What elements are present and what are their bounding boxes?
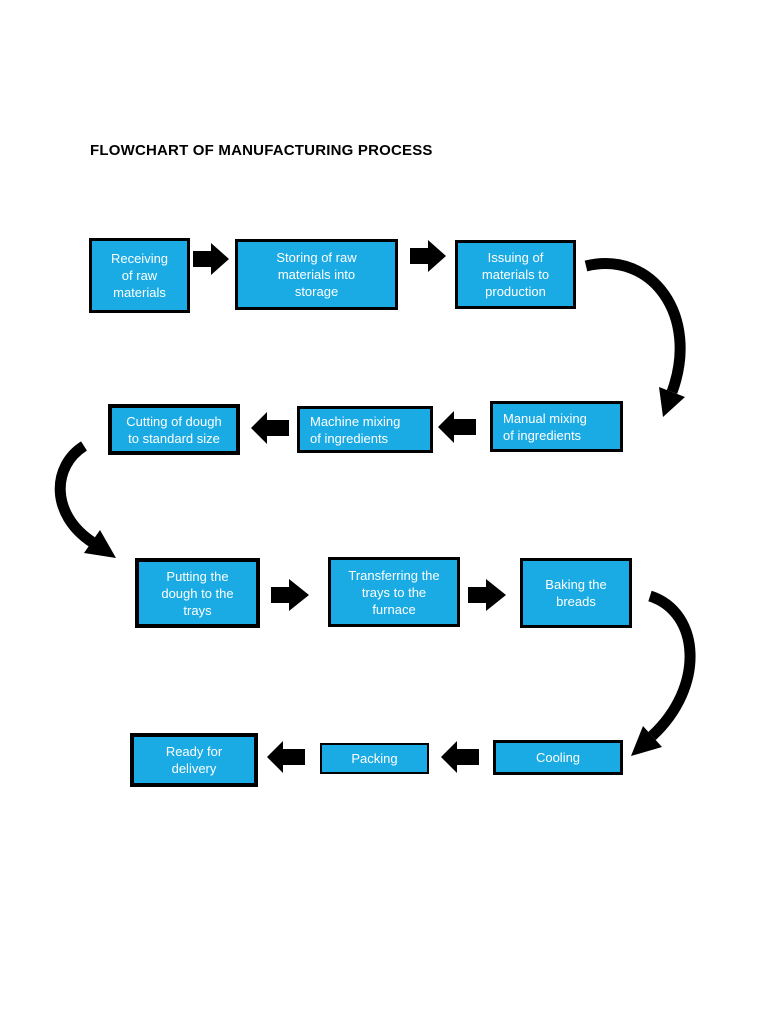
flow-node-label: Storing of raw materials into storage <box>276 250 357 299</box>
flow-node-cutting: Cutting of dough to standard size <box>108 404 240 455</box>
flow-node-baking: Baking the breads <box>520 558 632 628</box>
flow-node-label: Receiving of raw materials <box>110 251 169 300</box>
arrow-cutting-to-putting-icon <box>54 441 116 558</box>
arrow-putting-to-transferring-icon <box>271 579 309 611</box>
arrow-baking-to-cooling-icon <box>631 590 696 756</box>
flow-node-storing: Storing of raw materials into storage <box>235 239 398 310</box>
arrow-manual-to-machine-icon <box>438 411 476 443</box>
flow-node-label: Machine mixing of ingredients <box>310 413 401 446</box>
arrow-machine-to-cutting-icon <box>251 412 289 444</box>
arrow-packing-to-ready-icon <box>267 741 305 773</box>
flow-node-transferring: Transferring the trays to the furnace <box>328 557 460 627</box>
arrow-issuing-to-manual-icon <box>584 258 686 417</box>
flow-node-machine-mixing: Machine mixing of ingredients <box>297 406 433 453</box>
flow-node-label: Ready for delivery <box>165 744 223 776</box>
flow-node-ready: Ready for delivery <box>130 733 258 787</box>
flow-node-receiving: Receiving of raw materials <box>89 238 190 313</box>
arrow-receiving-to-storing-icon <box>193 243 229 275</box>
flow-node-label: Issuing of materials to production <box>481 250 550 299</box>
arrow-cooling-to-packing-icon <box>441 741 479 773</box>
flow-node-label: Manual mixing of ingredients <box>503 410 587 443</box>
flow-node-manual-mixing: Manual mixing of ingredients <box>490 401 623 452</box>
flow-node-cooling: Cooling <box>493 740 623 775</box>
flow-node-putting: Putting the dough to the trays <box>135 558 260 628</box>
flow-node-label: Cooling <box>535 750 581 765</box>
flow-node-label: Baking the breads <box>545 577 607 609</box>
arrow-transferring-to-baking-icon <box>468 579 506 611</box>
page-title: FLOWCHART OF MANUFACTURING PROCESS <box>90 142 433 159</box>
flow-node-packing: Packing <box>320 743 429 774</box>
flow-node-label: Putting the dough to the trays <box>161 568 234 618</box>
flow-node-label: Transferring the trays to the furnace <box>348 567 440 617</box>
arrow-storing-to-issuing-icon <box>410 240 446 272</box>
flow-node-label: Packing <box>351 751 398 766</box>
flow-node-issuing: Issuing of materials to production <box>455 240 576 309</box>
flow-node-label: Cutting of dough to standard size <box>126 413 222 446</box>
